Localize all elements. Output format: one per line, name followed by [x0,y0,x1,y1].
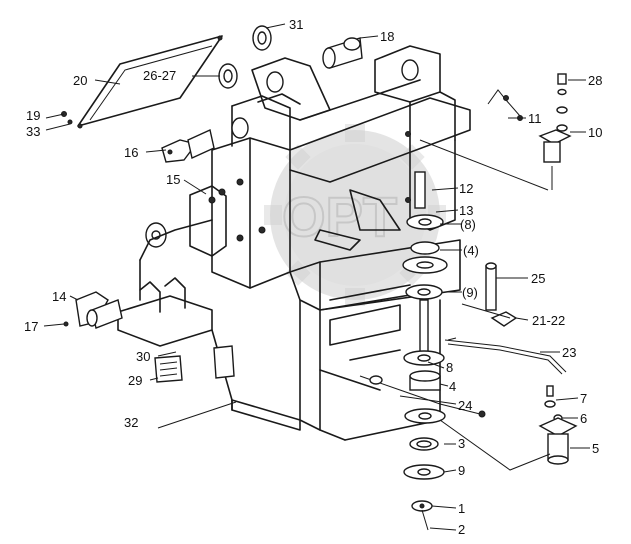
callout-4: 4 [449,379,456,394]
callout-14: 14 [52,289,66,304]
hose-23 [444,339,567,373]
cover-plate [77,35,223,127]
callout-19: 19 [26,108,40,123]
main-frame [117,45,471,441]
pin-18 [322,37,363,69]
callout-26-27: 26-27 [143,68,176,83]
callout-1: 1 [458,501,465,516]
callout-9-paren: (9) [462,285,478,300]
callout-17: 17 [24,319,38,334]
pin-25 [485,262,497,311]
plate-30 [213,345,235,379]
kingpin-stack [402,171,448,531]
callout-6: 6 [580,411,587,426]
grease-assembly-top [487,73,572,190]
callout-7: 7 [580,391,587,406]
callout-9: 9 [458,463,465,478]
callout-23: 23 [562,345,576,360]
callout-8-paren: (8) [460,217,476,232]
grease-assembly-bottom [538,385,578,465]
callout-18: 18 [380,29,394,44]
callout-13: 13 [459,203,473,218]
callout-16: 16 [124,145,138,160]
callout-21-22: 21-22 [532,313,565,328]
callout-11: 11 [528,111,542,126]
callout-15: 15 [166,172,180,187]
callout-20: 20 [73,73,87,88]
callout-labels: 1 2 3 4 (4) 5 6 7 8 (8) 9 (9) 10 11 12 1… [24,17,602,537]
callout-24: 24 [458,398,472,413]
callout-31: 31 [289,17,303,32]
callout-8: 8 [446,360,453,375]
callout-28: 28 [588,73,602,88]
callout-2: 2 [458,522,465,537]
pin-14 [63,291,123,329]
watermark-text: OPT [282,185,397,248]
callout-4-paren: (4) [463,243,479,258]
pin-16 [161,129,215,163]
callout-10: 10 [588,125,602,140]
callout-3: 3 [458,436,465,451]
callout-5: 5 [592,441,599,456]
callout-32: 32 [124,415,138,430]
callout-25: 25 [531,271,545,286]
callout-30: 30 [136,349,150,364]
callout-33: 33 [26,124,40,139]
callout-29: 29 [128,373,142,388]
callout-12: 12 [459,181,473,196]
